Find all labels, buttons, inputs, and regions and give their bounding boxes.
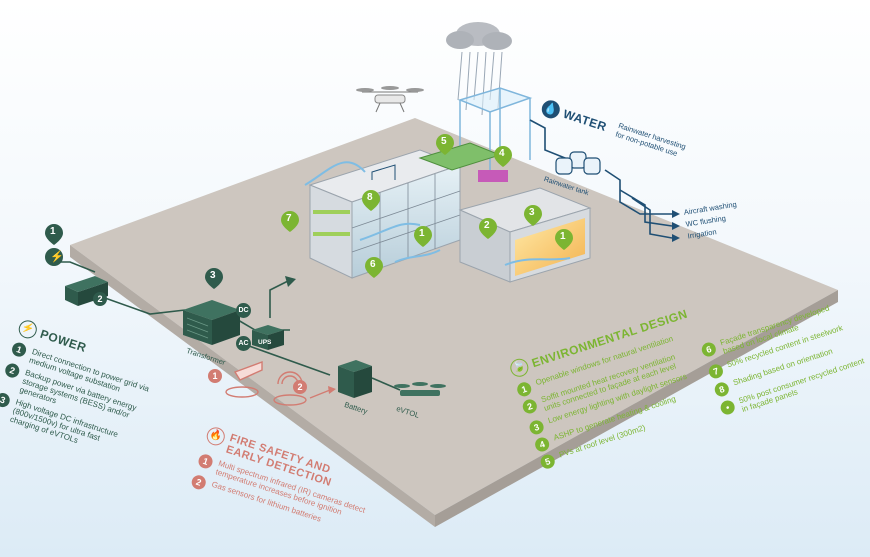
marker-env-5-label: 5	[441, 136, 447, 147]
water-pipes	[371, 119, 673, 239]
ups-label: UPS	[258, 339, 272, 346]
marker-power-lightning	[45, 248, 63, 266]
marker-env-8-label: 8	[367, 192, 373, 203]
marker-env-1a	[414, 226, 432, 247]
marker-env-6-label: 6	[370, 259, 376, 270]
power-item-2-number: 2	[3, 361, 22, 380]
transformer-icon	[183, 300, 240, 345]
ac-badge: AC	[236, 336, 251, 351]
marker-env-1a-label: 1	[419, 228, 425, 239]
ground-slab	[70, 118, 838, 527]
marker-env-7	[281, 210, 300, 232]
power-item-3-number: 3	[0, 391, 12, 410]
marker-env-6	[365, 257, 383, 278]
backup-generator-icon	[65, 276, 108, 306]
fire-marker-1: 1	[208, 369, 222, 383]
marker-power-2: 2	[93, 292, 107, 306]
marker-env-1b-label: 1	[560, 231, 566, 242]
fire-arrow-icon	[328, 386, 336, 394]
power-arrow-icon	[285, 276, 296, 287]
evtol-aircraft-icon	[394, 382, 446, 396]
env-item-8-number: 8	[712, 380, 731, 399]
env-item-9-number: •	[718, 398, 737, 417]
marker-env-2	[479, 218, 497, 239]
dc-badge: DC	[236, 303, 251, 318]
water-use-arrowheads	[672, 210, 680, 242]
map-markers	[45, 134, 573, 289]
env-item-1-number: 1	[515, 380, 534, 399]
marker-power-3-label: 3	[210, 270, 216, 281]
env-item-6-number: 6	[700, 340, 718, 359]
airflow-arrows	[304, 161, 571, 266]
marker-power-3	[205, 268, 223, 289]
lightning-icon: ⚡	[50, 251, 64, 263]
rainwater-tank-icon	[555, 151, 601, 175]
env-item-2-number: 2	[521, 397, 539, 416]
main-building	[308, 142, 508, 279]
marker-env-4	[494, 146, 512, 167]
marker-power-1-label: 1	[50, 226, 56, 237]
env-item-3-number: 3	[527, 418, 546, 437]
marker-env-4-label: 4	[499, 148, 505, 159]
marker-env-3-label: 3	[529, 207, 535, 218]
env-item-4-number: 4	[533, 435, 552, 454]
battery-icon	[338, 360, 372, 398]
drone-icon	[356, 86, 424, 113]
marker-env-8	[362, 190, 380, 211]
fire-item-1-number: 1	[196, 452, 215, 471]
ups-icon	[252, 325, 284, 350]
env-item-7-number: 7	[707, 362, 725, 381]
marker-power-1	[45, 224, 63, 245]
marker-env-3	[524, 205, 542, 226]
marker-env-5	[436, 134, 454, 155]
rainwater-collection-frame	[457, 87, 533, 178]
marker-env-7-label: 7	[286, 213, 292, 224]
marker-env-2-label: 2	[484, 220, 490, 231]
power-item-1-number: 1	[10, 341, 28, 359]
marker-env-1b	[555, 229, 573, 250]
fire-marker-2: 2	[293, 380, 307, 394]
